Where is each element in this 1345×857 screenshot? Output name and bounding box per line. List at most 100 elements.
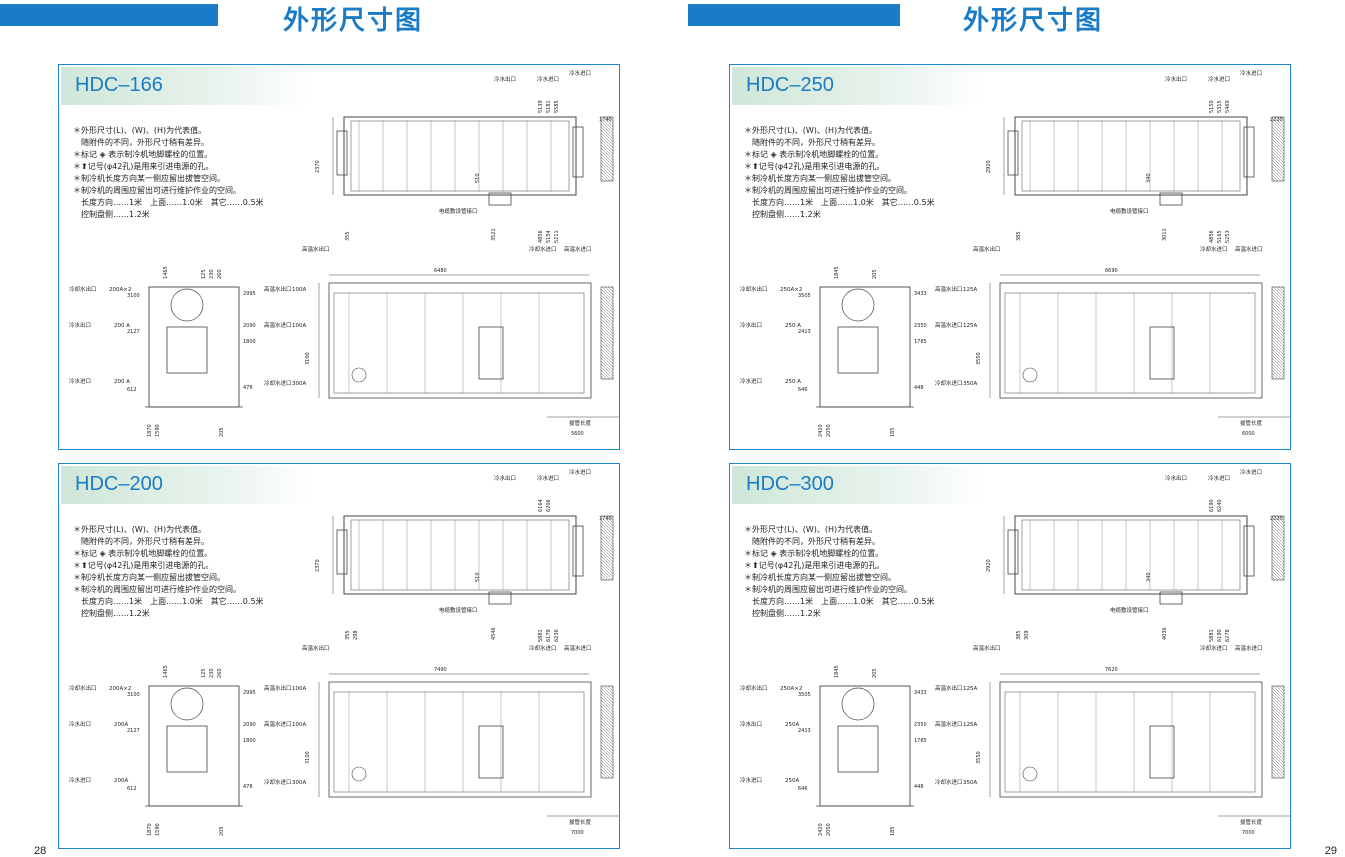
hatch-line <box>1271 333 1285 347</box>
hatch-line <box>600 309 614 323</box>
burner-symbol <box>170 687 204 721</box>
dim-left: 385 <box>1016 630 1022 640</box>
hatch-line <box>600 540 614 554</box>
hatch-line <box>600 174 608 182</box>
spec-note: ＊外形尺寸(L)、(W)、(H)为代表值。 <box>744 524 935 536</box>
dim-side-bottom: 2050 <box>826 823 832 836</box>
label-chw-in: 冷水进口 <box>1208 474 1230 482</box>
note-bullet: ＊ <box>73 525 81 534</box>
dim-bottom: 5154 <box>546 230 552 243</box>
hatch-line <box>1272 685 1285 698</box>
dim-right-h-bot: 790 <box>619 774 620 780</box>
hatch-line <box>1271 702 1285 716</box>
dim-side-top: 230 <box>209 269 215 279</box>
conn-chw-in: 250 A <box>785 379 801 385</box>
front-view-frame <box>999 282 1263 399</box>
hatch-line <box>610 286 614 290</box>
hatch-line <box>600 153 614 167</box>
dim-bottom: 6190 <box>1217 629 1223 642</box>
note-text: 随附件的不同，外形尺寸稍有差异。 <box>752 138 880 147</box>
conn-hot-out: 125A <box>963 686 977 692</box>
hatch-line <box>600 342 614 356</box>
dim-W: 2370 <box>315 559 321 572</box>
dim-left: 355 <box>345 231 351 241</box>
header-bar-left <box>0 4 218 26</box>
hatch-line <box>1271 717 1285 731</box>
hatch-line <box>1271 774 1276 779</box>
note-text: 控制盘侧……1.2米 <box>81 210 150 219</box>
spec-note: ＊标记 ◈ 表示制冷机地脚螺栓的位置。 <box>744 149 935 161</box>
dim-side-top: 1845 <box>834 665 840 678</box>
hatch-line <box>1271 705 1285 719</box>
hatch-line <box>1271 687 1285 701</box>
hatch-line <box>602 515 614 527</box>
hatch-line <box>1271 288 1285 302</box>
clearance-hatch-front <box>1271 286 1285 380</box>
dim-top: 5315 <box>1217 100 1223 113</box>
dim-side-top: 1465 <box>163 266 169 279</box>
dim-right-top: 2220 <box>1270 117 1283 123</box>
page-number-right: 29 <box>1324 845 1337 857</box>
dim-side-bottom: 1590 <box>155 823 161 836</box>
dim-side-right: 2995 <box>243 690 256 696</box>
hatch-line <box>600 150 614 164</box>
dim-center-small: 510 <box>475 173 481 183</box>
label-cool-in-side: 冷却水进口 <box>935 379 963 387</box>
label-chw-out-side: 冷水出口 <box>740 720 762 728</box>
dim-bottom: 5881 <box>1209 629 1215 642</box>
top-view-inner <box>350 519 570 591</box>
front-view: 669035503420830拔管长度6000 <box>976 268 1290 437</box>
label-hot-in-side: 高温水进口 <box>264 720 292 728</box>
control-panel <box>1149 326 1175 380</box>
hatch-line <box>1282 515 1285 518</box>
dim-side-right: 448 <box>914 784 924 790</box>
hatch-line <box>1271 528 1285 542</box>
hatch-line <box>1271 552 1285 566</box>
control-panel <box>478 326 504 380</box>
hatch-line <box>600 141 614 155</box>
label-chw-out-side: 冷水出口 <box>69 321 91 329</box>
side-view-body <box>819 286 911 408</box>
dim-side-left: 646 <box>798 387 808 393</box>
dim-side-left: 2413 <box>798 728 811 734</box>
label-hot-in: 高温水进口 <box>1235 245 1263 253</box>
hatch-line <box>600 348 614 362</box>
hatch-line <box>1271 165 1285 179</box>
elec-conduit-box <box>488 192 512 206</box>
hatch-line <box>1271 537 1285 551</box>
hatch-line <box>600 774 605 779</box>
clearance-hatch-top <box>600 515 614 581</box>
dim-side-left: 3100 <box>127 293 140 299</box>
hatch-line <box>600 690 614 704</box>
hatch-line <box>600 753 614 767</box>
hatch-line <box>600 741 614 755</box>
hatch-line <box>1276 515 1285 524</box>
dim-side-top: 125 <box>201 668 207 678</box>
note-text: 标记 ◈ 表示制冷机地脚螺栓的位置。 <box>81 549 213 558</box>
label-chw-out: 冷水出口 <box>1165 474 1187 482</box>
note-bullet: ＊ <box>73 126 81 135</box>
hatch-line <box>600 156 614 170</box>
top-view: 29202220电缆敷设管接口冷水出口冷水进口冷水进口高温水出口冷却水进口高温水… <box>973 468 1285 652</box>
hatch-line <box>600 135 614 149</box>
model-title: HDC–250 <box>746 74 834 96</box>
label-hot-out-side: 高温水出口 <box>935 285 963 293</box>
control-panel <box>478 725 504 779</box>
hatch-line <box>1271 372 1279 380</box>
hatch-line <box>1271 549 1285 563</box>
label-cool-in-side: 冷却水进口 <box>264 379 292 387</box>
dim-side-top: 1465 <box>163 665 169 678</box>
hatch-line <box>1271 720 1285 734</box>
label-chw-in-top: 冷水进口 <box>1240 468 1262 476</box>
hatch-line <box>600 570 611 581</box>
hatch-line <box>1281 685 1285 689</box>
conn-cool-out: 250A×2 <box>780 686 802 692</box>
hatch-line <box>1271 690 1285 704</box>
note-bullet: ＊ <box>744 186 752 195</box>
pump-symbol <box>1022 367 1038 383</box>
hatch-line <box>600 522 614 536</box>
dim-side-right: 1785 <box>914 738 927 744</box>
hatch-line <box>1271 561 1285 575</box>
dim-side-bottom: 1590 <box>155 424 161 437</box>
